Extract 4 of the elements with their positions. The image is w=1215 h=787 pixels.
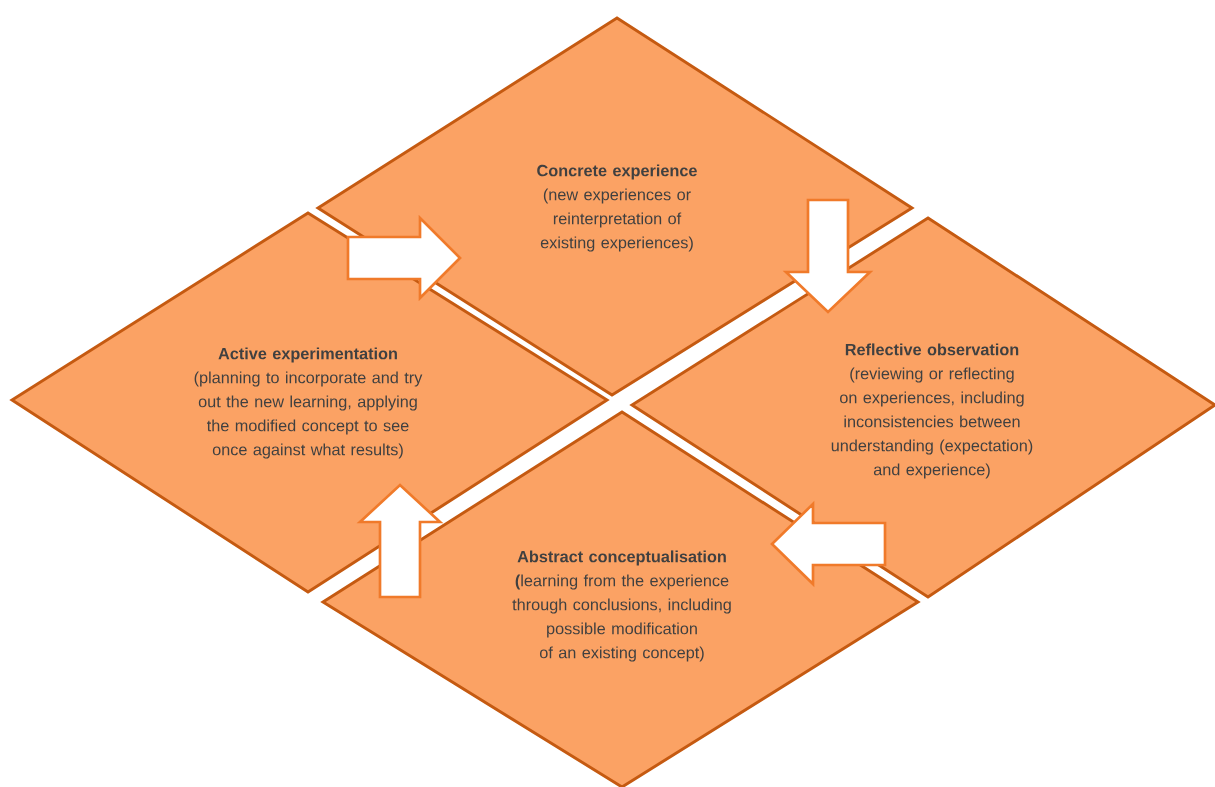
block-arrow xyxy=(356,483,444,599)
block-arrow xyxy=(770,500,887,588)
block-arrow xyxy=(346,214,462,302)
block-arrow xyxy=(782,198,874,314)
